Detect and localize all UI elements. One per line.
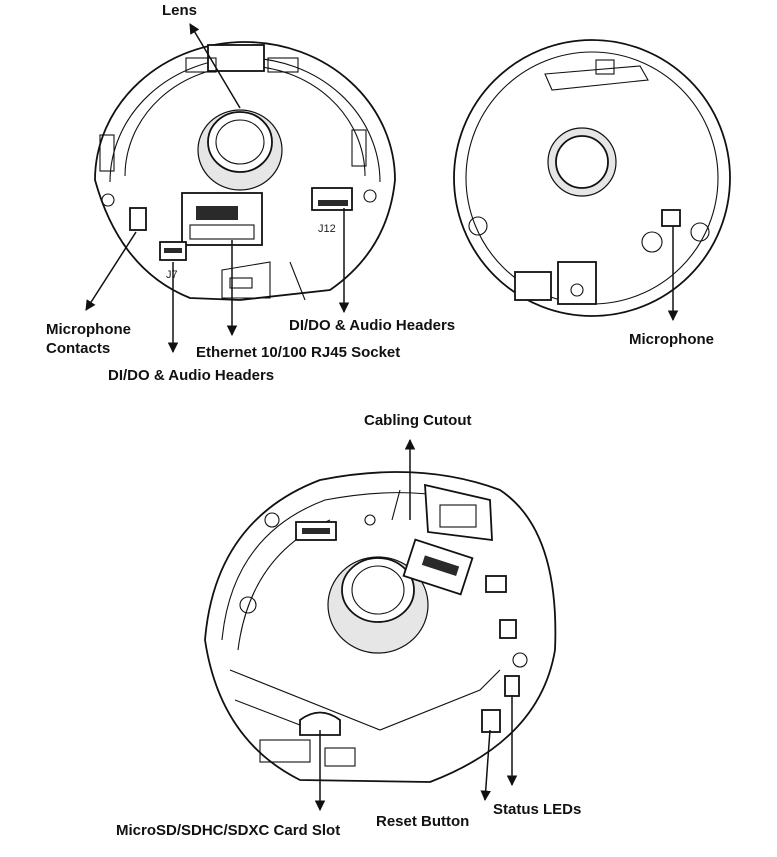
microphone-contacts-pointer [85, 231, 137, 311]
microsd-card-slot [259, 711, 356, 767]
j12-tag: J12 [318, 223, 336, 235]
j7-header: J7 [159, 241, 187, 281]
lens-assembly [197, 109, 283, 191]
top-left-camera-view: J12 J7 Lens Microphone Contacts DI/DO & … [46, 2, 455, 384]
microphone-contacts-line-2: Contacts [46, 340, 110, 357]
j7-tag: J7 [166, 269, 178, 281]
cabling-cutout-area [391, 483, 493, 542]
microphone-contacts-label: Microphone Contacts [46, 321, 135, 357]
dido-audio-headers-left-label: DI/DO & Audio Headers [108, 367, 274, 384]
reset-button-label: Reset Button [376, 813, 469, 830]
reset-button-pointer [480, 729, 491, 802]
bottom-lens-assembly [327, 556, 429, 654]
j12-header: J12 [311, 187, 353, 235]
lens-label: Lens [162, 2, 197, 19]
top-right-camera-view: Microphone [453, 39, 731, 348]
lens-pointer [189, 23, 241, 109]
dido-audio-headers-right-label: DI/DO & Audio Headers [289, 317, 455, 334]
microsd-slot-label: MicroSD/SDHC/SDXC Card Slot [116, 822, 340, 839]
microphone-label: Microphone [629, 331, 714, 348]
bottom-camera-view: Cabling Cutout Status LEDs Reset Button … [116, 412, 581, 839]
cabling-cutout-label: Cabling Cutout [364, 412, 471, 429]
status-leds-label: Status LEDs [493, 801, 581, 818]
ethernet-socket-label: Ethernet 10/100 RJ45 Socket [196, 344, 400, 361]
reset-button-component [481, 709, 501, 733]
status-leds-component [504, 675, 520, 697]
ethernet-board [181, 192, 263, 246]
microphone-contacts-line-1: Microphone [46, 321, 131, 338]
microphone-component [661, 209, 681, 227]
